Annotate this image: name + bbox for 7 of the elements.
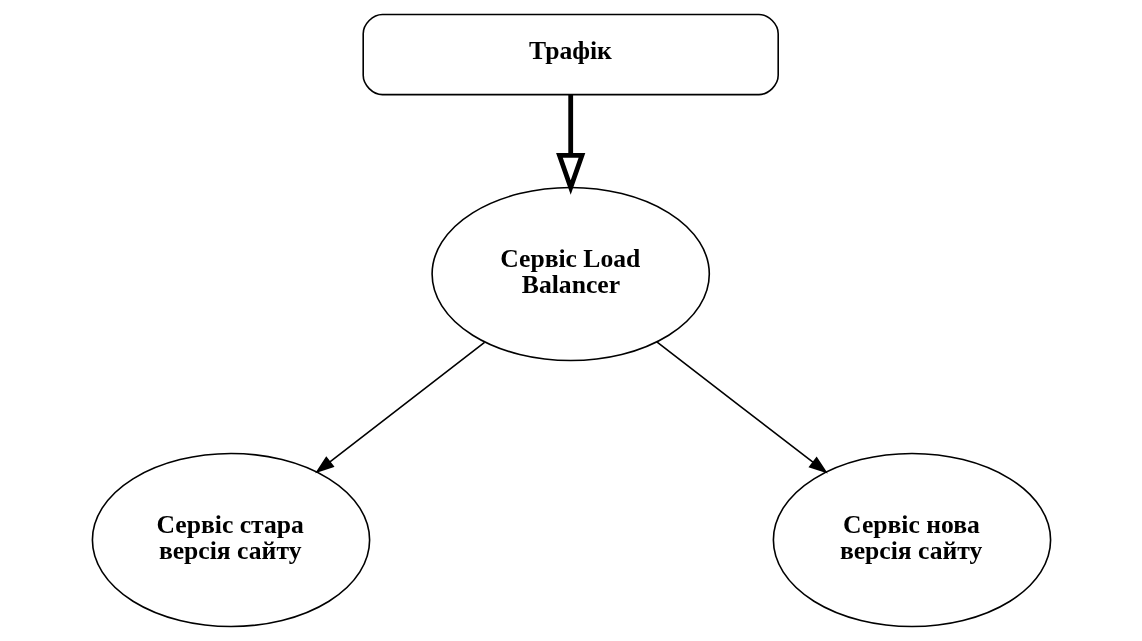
arrow	[655, 341, 828, 474]
node-box: Трафік	[361, 13, 779, 96]
node-ellipse: Сервіс нова версія сайту	[772, 452, 1051, 628]
node-ellipse: Сервіс Load Balancer	[430, 186, 710, 362]
node-ellipse: Сервіс стара версія сайту	[91, 452, 370, 628]
arrow	[314, 341, 485, 474]
arrow	[555, 94, 585, 195]
